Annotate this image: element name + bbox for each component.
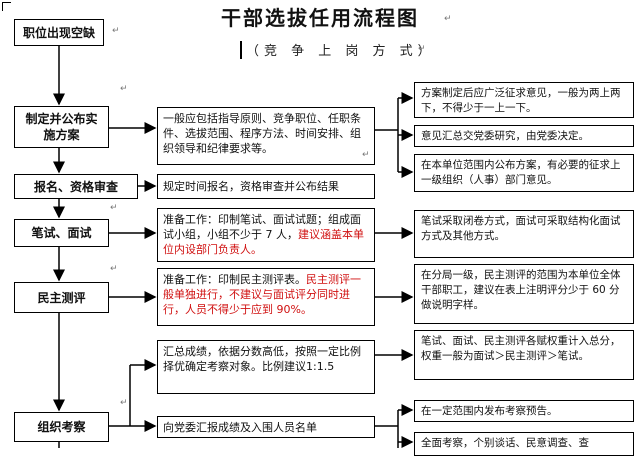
note-summary: 笔试、面试、民主测评各赋权重计入总分，权重一般为面试＞民主测评＞笔试。 <box>414 330 634 380</box>
note-text: 在本单位范围内公布方案，有必要的征求上一级组织（人事）部门意见。 <box>421 159 621 186</box>
note-text: 笔试、面试、民主测评各赋权重计入总分，权重一般为面试＞民主测评＞笔试。 <box>421 335 621 362</box>
note-text: 全面考察，个别谈话、民意调查、查 <box>421 437 589 449</box>
note-text: 方案制定后应广泛征求意见，一般为两上两下，不得少于一上一下。 <box>421 87 621 114</box>
paragraph-mark: ↵ <box>120 84 128 94</box>
page-subtitle: （竞 争 上 岗 方 式） <box>240 40 460 59</box>
description-highlight: 建议涵盖本单位内设部门负责人。 <box>163 228 364 256</box>
description-text: 准备工作：印制民主测评表。 <box>163 273 306 286</box>
corner-mark <box>2 2 11 11</box>
paragraph-mark: ↵ <box>120 398 128 408</box>
description-text: 汇总成绩，依据分数高低，按照一定比例择优确定考察对象。比例建议1:1.5 <box>163 345 361 373</box>
description-text: 一般应包括指导原则、竞争职位、任职条件、选拔范围、程序方法、时间安排、组织领导和… <box>163 112 361 155</box>
note-text: 在一定范围内发布考察预告。 <box>421 405 558 417</box>
description-plan: 一般应包括指导原则、竞争职位、任职条件、选拔范围、程序方法、时间安排、组织领导和… <box>157 107 375 165</box>
step-signup: 报名、资格审查 <box>14 174 138 199</box>
description-text: 准备工作：印制笔试、面试试题；组成面试小组，小组不少于 7 人， <box>163 213 361 241</box>
note-evaluation: 在分局一级，民主测评的范围为本单位全体干部职工，建议在表上注明评分少于 60 分… <box>414 264 634 324</box>
description-signup: 规定时间报名，资格审查并公布结果 <box>157 174 375 199</box>
note-text: 意见汇总交党委研究，由党委决定。 <box>421 130 589 142</box>
page-title: 干部选拔任用流程图 <box>221 6 419 30</box>
subtitle-bar <box>240 41 242 59</box>
note-plan-publish: 在本单位范围内公布方案，有必要的征求上一级组织（人事）部门意见。 <box>414 154 634 192</box>
description-highlight: 民主测评一般单独进行，不建议与面试评分同时进行，人员不得少于应到 90%。 <box>163 273 361 316</box>
paragraph-mark: ↵ <box>362 150 370 160</box>
paragraph-mark: ↵ <box>110 264 118 274</box>
step-label: 组织考察 <box>37 420 86 434</box>
note-inspection-notice: 在一定范围内发布考察预告。 <box>414 400 634 422</box>
step-exam: 笔试、面试 <box>14 219 109 247</box>
paragraph-mark: ↵ <box>110 203 118 213</box>
step-label: 制定并公布实施方案 <box>25 112 98 142</box>
step-vacancy: 职位出现空缺 <box>14 19 104 46</box>
paragraph-mark: ↵ <box>444 14 452 24</box>
step-inspection: 组织考察 <box>14 412 109 442</box>
description-text: 规定时间报名，资格审查并公布结果 <box>163 180 339 193</box>
subtitle-text: （竞 争 上 岗 方 式） <box>246 44 436 59</box>
description-text: 向党委汇报成绩及入围人员名单 <box>163 421 317 434</box>
step-label: 笔试、面试 <box>31 226 92 240</box>
step-label: 报名、资格审查 <box>33 179 118 194</box>
note-plan-feedback: 方案制定后应广泛征求意见，一般为两上两下，不得少于一上一下。 <box>414 82 634 118</box>
description-evaluation: 准备工作：印制民主测评表。民主测评一般单独进行，不建议与面试评分同时进行，人员不… <box>157 268 375 326</box>
description-exam: 准备工作：印制笔试、面试试题；组成面试小组，小组不少于 7 人，建议涵盖本单位内… <box>157 208 375 262</box>
step-plan: 制定并公布实施方案 <box>14 106 109 148</box>
paragraph-mark: ↵ <box>112 26 120 36</box>
paragraph-mark: ↵ <box>418 44 426 54</box>
step-label: 民主测评 <box>37 290 86 305</box>
description-summary: 汇总成绩，依据分数高低，按照一定比例择优确定考察对象。比例建议1:1.5 <box>157 340 375 394</box>
note-exam: 笔试采取闭卷方式，面试可采取结构化面试方式及其他方式。 <box>414 210 634 258</box>
description-report: 向党委汇报成绩及入围人员名单 <box>157 416 375 438</box>
note-inspection-method: 全面考察，个别谈话、民意调查、查 <box>414 432 634 456</box>
step-evaluation: 民主测评 <box>14 282 109 313</box>
note-text: 在分局一级，民主测评的范围为本单位全体干部职工，建议在表上注明评分少于 60 分… <box>421 269 621 311</box>
note-text: 笔试采取闭卷方式，面试可采取结构化面试方式及其他方式。 <box>421 215 621 242</box>
note-plan-decision: 意见汇总交党委研究，由党委决定。 <box>414 125 634 147</box>
step-label: 职位出现空缺 <box>22 25 95 40</box>
